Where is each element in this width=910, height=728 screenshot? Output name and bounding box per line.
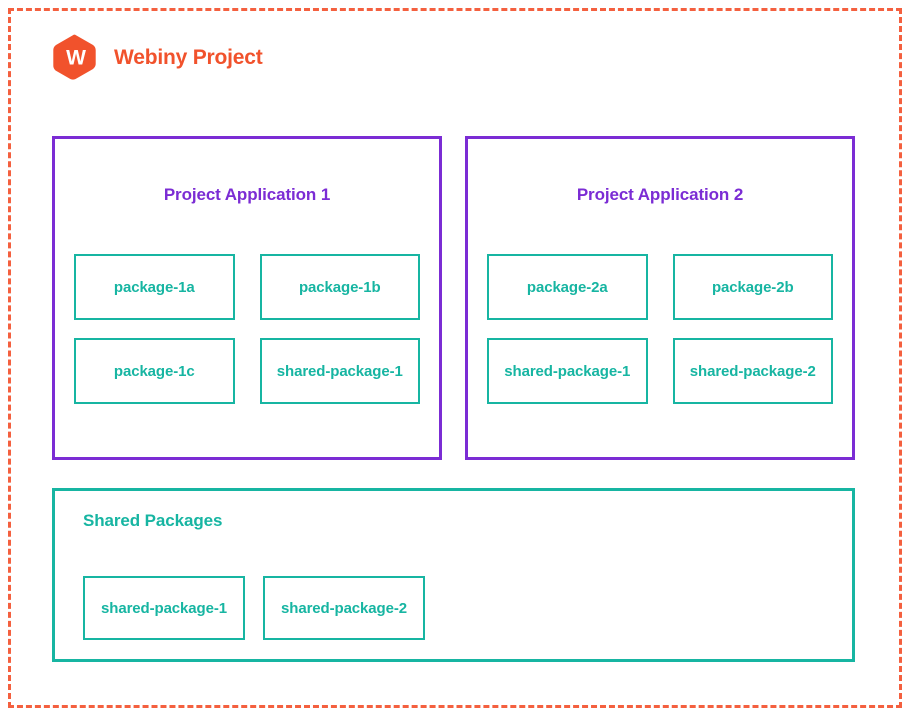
package-box[interactable]: package-2a — [487, 254, 648, 320]
package-box[interactable]: shared-package-2 — [672, 338, 833, 404]
shared-package-box[interactable]: shared-package-1 — [83, 576, 245, 640]
project-application-panel-2[interactable]: Project Application 2 package-2a package… — [465, 136, 855, 460]
project-application-panel-1[interactable]: Project Application 1 package-1a package… — [52, 136, 442, 460]
shared-package-box[interactable]: shared-package-2 — [263, 576, 425, 640]
package-box[interactable]: package-1a — [74, 254, 235, 320]
project-header: W Webiny Project — [52, 33, 263, 81]
package-box[interactable]: package-1c — [74, 338, 235, 404]
logo-letter-w: W — [66, 47, 86, 70]
application-title: Project Application 1 — [163, 185, 331, 204]
shared-package-grid: shared-package-1 shared-package-2 — [83, 576, 425, 640]
application-title: Project Application 2 — [576, 185, 744, 204]
package-box[interactable]: shared-package-1 — [259, 338, 420, 404]
package-box[interactable]: package-2b — [672, 254, 833, 320]
page-title: Webiny Project — [114, 45, 263, 69]
application-package-grid: package-1a package-1b package-1c shared-… — [74, 254, 420, 404]
package-box[interactable]: package-1b — [259, 254, 420, 320]
application-package-grid: package-2a package-2b shared-package-1 s… — [487, 254, 833, 404]
package-box[interactable]: shared-package-1 — [487, 338, 648, 404]
webiny-hexagon-logo-icon: W — [53, 34, 96, 80]
shared-packages-title: Shared Packages — [83, 511, 223, 530]
shared-packages-panel[interactable]: Shared Packages shared-package-1 shared-… — [52, 488, 855, 662]
